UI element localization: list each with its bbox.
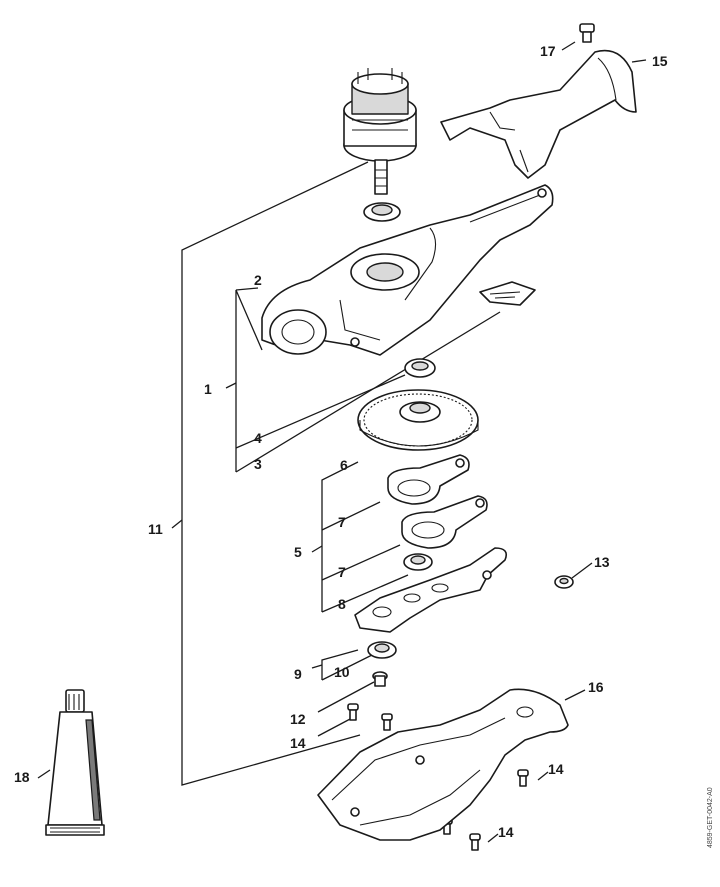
callout-9: 9 (294, 666, 302, 682)
callout-7a: 7 (338, 514, 346, 530)
callout-10: 10 (334, 664, 350, 680)
leader-16 (564, 689, 586, 701)
leader-3 (235, 311, 501, 473)
leader-12 (317, 681, 375, 713)
grease-tube-18 (45, 689, 105, 836)
bracket-5 (321, 461, 359, 612)
leader-14b (537, 771, 549, 781)
leader-7b (321, 544, 401, 581)
bracket-9 (321, 649, 359, 680)
bolt-12 (372, 671, 388, 687)
callout-3: 3 (254, 456, 262, 472)
callout-11: 11 (148, 521, 163, 537)
leader-13 (571, 562, 593, 579)
leader-14c (487, 833, 499, 843)
callout-12: 12 (290, 711, 306, 727)
handle-cover-15 (440, 49, 637, 179)
gear-6 (357, 389, 479, 451)
bracket-11 (181, 161, 369, 786)
screw-14-e (469, 833, 481, 851)
callout-1: 1 (204, 381, 212, 397)
leader-1 (225, 382, 237, 389)
callout-13: 13 (594, 554, 610, 570)
crank-plate-7a (387, 454, 470, 505)
nut-13 (554, 575, 574, 589)
screw-14-c (517, 769, 529, 787)
leader-10 (321, 654, 373, 681)
bearing-4 (404, 358, 436, 378)
bearing-2 (363, 202, 401, 222)
leader-8 (321, 574, 409, 613)
callout-8: 8 (338, 596, 346, 612)
screw-14-b (381, 713, 393, 731)
callout-6: 6 (340, 457, 348, 473)
callout-17: 17 (540, 43, 556, 59)
bearing-8 (403, 553, 433, 571)
callout-15: 15 (652, 53, 668, 69)
bottom-cover-16 (317, 688, 569, 841)
leader-18 (37, 769, 51, 779)
leader-17 (561, 41, 576, 51)
gasket-3 (479, 281, 536, 306)
leader-7a (321, 501, 381, 531)
leader-5 (311, 545, 323, 553)
callout-16: 16 (588, 679, 604, 695)
callout-7b: 7 (338, 564, 346, 580)
leader-14a (317, 717, 353, 737)
bearing-10 (367, 641, 397, 659)
callout-14-c: 14 (498, 824, 514, 840)
crank-plate-7b (401, 495, 488, 549)
callout-14-a: 14 (290, 735, 306, 751)
callout-18: 18 (14, 769, 30, 785)
gear-housing-1 (261, 184, 554, 356)
callout-5: 5 (294, 544, 302, 560)
callout-14-b: 14 (548, 761, 564, 777)
drawing-reference: 4859-GET-0042-A0 (707, 787, 714, 848)
leader-11 (171, 519, 183, 529)
callout-2: 2 (254, 272, 262, 288)
bracket-lines (37, 41, 647, 843)
callout-4: 4 (254, 430, 262, 446)
guide-plate-5 (354, 547, 508, 633)
screw-17 (579, 23, 595, 43)
leader-15 (631, 59, 647, 63)
leader-2 (235, 287, 259, 291)
callout-labels: 1 2 3 4 5 6 7 7 8 9 10 11 12 13 14 14 14… (14, 43, 668, 840)
leader-9 (311, 664, 323, 669)
screw-14-a (347, 703, 359, 721)
motor (343, 68, 417, 195)
